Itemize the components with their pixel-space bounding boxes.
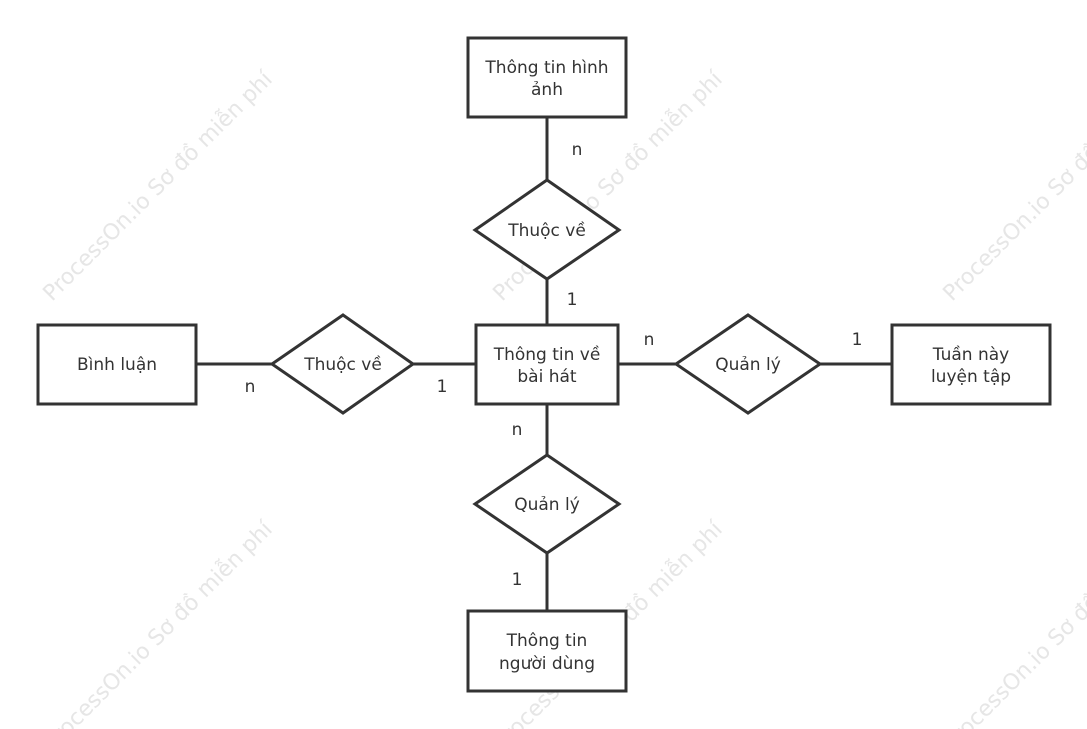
entity-label-line: Thông tin về [493,344,601,365]
entity-label-line: Thông tin [506,631,588,651]
entity-song-info[interactable]: Thông tin về bài hát [474,323,620,406]
entity-label-line: Thông tin hình [484,58,608,78]
relationship-diamond [269,313,416,415]
entity-label-line: luyện tập [931,367,1011,387]
entity-label-line: Tuần này [932,344,1009,365]
relationship-manage-right[interactable]: Quản lý [673,313,823,415]
relationship-label: Thuộc về [507,220,586,241]
entity-practice-week[interactable]: Tuần này luyện tập [890,323,1052,406]
entity-user-info[interactable]: Thông tin người dùng [466,609,628,693]
watermark-text: ProcessOn.io Sơ đồ miễn phí [938,66,1087,306]
relationship-label: Quản lý [514,495,580,515]
cardinality-label: 1 [437,377,448,397]
relationship-label: Quản lý [715,355,781,375]
relationship-belongs-top[interactable]: Thuộc về [472,178,622,281]
entity-box [890,323,1052,406]
entity-label-line: ảnh [531,80,563,100]
cardinality-label: n [245,377,256,397]
relationship-diamond [673,313,823,415]
watermark-text: ProcessOn.io Sơ đồ miễn phí [38,66,278,306]
entity-box [466,609,628,693]
relationship-manage-bottom[interactable]: Quản lý [472,453,622,555]
cardinality-labels: n 1 n 1 n 1 n 1 [245,140,863,590]
entity-comment[interactable]: Bình luận [36,323,198,406]
relationship-diamond [472,178,622,281]
relationship-diamond [472,453,622,555]
watermark-text: ProcessOn.io Sơ đồ miễn phí [38,516,278,729]
connectors [196,117,892,611]
entity-label-line: người dùng [499,654,595,674]
cardinality-label: 1 [567,290,578,310]
entity-box [466,36,628,119]
entity-label-line: Bình luận [77,355,157,375]
relationship-belongs-left[interactable]: Thuộc về [269,313,416,415]
entity-label-line: bài hát [517,367,577,387]
entity-box [474,323,620,406]
entity-image-info[interactable]: Thông tin hình ảnh [466,36,628,119]
relationship-label: Thuộc về [303,354,382,375]
watermark-text: ProcessOn.io Sơ đồ miễn phí [938,516,1087,729]
cardinality-label: n [512,420,523,440]
entity-box [36,323,198,406]
cardinality-label: 1 [852,330,863,350]
cardinality-label: n [572,140,583,160]
cardinality-label: n [644,330,655,350]
cardinality-label: 1 [512,570,523,590]
